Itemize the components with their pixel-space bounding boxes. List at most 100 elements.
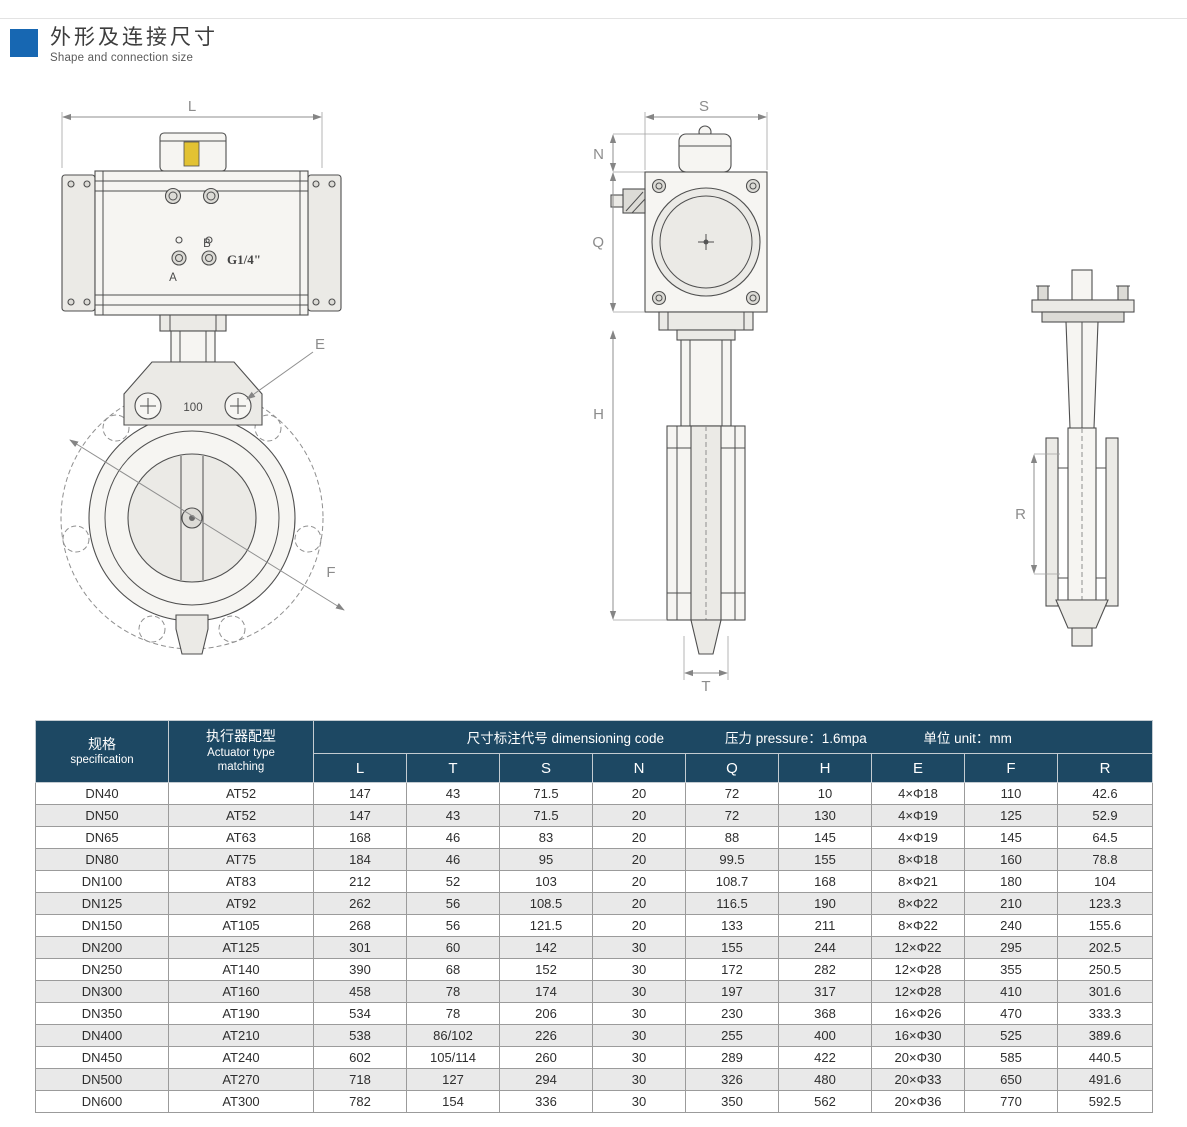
spec-header-zh: 规格	[88, 735, 116, 752]
spec-cell: DN50	[35, 804, 169, 827]
value-cell: 46	[406, 826, 500, 849]
profile-stem	[1071, 269, 1093, 301]
value-cell: 326	[685, 1068, 779, 1091]
actuator-cell: AT83	[168, 870, 314, 893]
value-cell: 83	[499, 826, 593, 849]
value-cell: 42.6	[1056, 782, 1154, 805]
value-cell: 108.7	[685, 870, 779, 893]
spec-cell: DN100	[35, 870, 169, 893]
value-cell: 155.6	[1056, 914, 1154, 937]
spec-table: 规格 specification 执行器配型 Actuator type mat…	[35, 720, 1154, 1113]
value-cell: 174	[499, 980, 593, 1003]
col-header-T: T	[406, 753, 500, 783]
value-cell: 20	[592, 804, 686, 827]
unit-label: 单位 unit：mm	[923, 731, 1012, 746]
value-cell: 121.5	[499, 914, 593, 937]
actuator-body	[94, 170, 309, 316]
value-cell: 30	[592, 936, 686, 959]
value-cell: 4×Φ19	[871, 826, 965, 849]
value-cell: 250.5	[1056, 958, 1154, 981]
value-cell: 458	[313, 980, 407, 1003]
value-cell: 78	[406, 980, 500, 1003]
value-cell: 168	[778, 870, 872, 893]
value-cell: 211	[778, 914, 872, 937]
value-cell: 160	[964, 848, 1058, 871]
page-subtitle: Shape and connection size	[50, 52, 194, 65]
value-cell: 333.3	[1056, 1002, 1154, 1025]
value-cell: 147	[313, 804, 407, 827]
bracket-size-label: 100	[183, 402, 202, 414]
value-cell: 240	[964, 914, 1058, 937]
value-cell: 602	[313, 1046, 407, 1069]
value-cell: 336	[499, 1090, 593, 1113]
dim-label-f: F	[326, 564, 335, 581]
dim-label-e: E	[315, 336, 325, 353]
value-cell: 289	[685, 1046, 779, 1069]
value-cell: 16×Φ30	[871, 1024, 965, 1047]
value-cell: 72	[685, 804, 779, 827]
value-cell: 368	[778, 1002, 872, 1025]
value-cell: 8×Φ22	[871, 914, 965, 937]
spec-cell: DN125	[35, 892, 169, 915]
top-divider	[0, 18, 1187, 19]
dim-label-r: R	[1015, 506, 1026, 523]
value-cell: 355	[964, 958, 1058, 981]
value-cell: 52.9	[1056, 804, 1154, 827]
actuator-cell: AT140	[168, 958, 314, 981]
value-cell: 155	[778, 848, 872, 871]
spec-cell: DN65	[35, 826, 169, 849]
value-cell: 145	[964, 826, 1058, 849]
dimension-band-header: 尺寸标注代号 dimensioning code 压力 pressure：1.6…	[312, 720, 1154, 754]
value-cell: 68	[406, 958, 500, 981]
value-cell: 64.5	[1056, 826, 1154, 849]
dim-label-h: H	[593, 406, 604, 423]
dim-label-l: L	[188, 98, 196, 115]
value-cell: 534	[313, 1002, 407, 1025]
value-cell: 4×Φ18	[871, 782, 965, 805]
spec-header-en: specification	[70, 754, 134, 767]
value-cell: 56	[406, 892, 500, 915]
actuator-header-en2: matching	[217, 761, 265, 774]
value-cell: 20	[592, 870, 686, 893]
position-indicator-stripe	[183, 141, 200, 167]
value-cell: 20×Φ30	[871, 1046, 965, 1069]
actuator-cell: AT125	[168, 936, 314, 959]
spec-cell: DN400	[35, 1024, 169, 1047]
value-cell: 230	[685, 1002, 779, 1025]
value-cell: 585	[964, 1046, 1058, 1069]
spec-cell: DN40	[35, 782, 169, 805]
value-cell: 20	[592, 826, 686, 849]
actuator-header-en1: Actuator type	[207, 746, 275, 759]
value-cell: 197	[685, 980, 779, 1003]
value-cell: 30	[592, 1068, 686, 1091]
value-cell: 12×Φ28	[871, 958, 965, 981]
value-cell: 30	[592, 1002, 686, 1025]
value-cell: 480	[778, 1068, 872, 1091]
value-cell: 30	[592, 980, 686, 1003]
value-cell: 202.5	[1056, 936, 1154, 959]
spec-cell: DN80	[35, 848, 169, 871]
valve-neck	[170, 330, 216, 363]
value-cell: 142	[499, 936, 593, 959]
value-cell: 30	[592, 1046, 686, 1069]
actuator-left-cap	[61, 174, 96, 312]
value-cell: 562	[778, 1090, 872, 1113]
value-cell: 43	[406, 782, 500, 805]
value-cell: 525	[964, 1024, 1058, 1047]
page-header: 外形及连接尺寸 Shape and connection size	[10, 26, 218, 64]
value-cell: 294	[499, 1068, 593, 1091]
value-cell: 99.5	[685, 848, 779, 871]
value-cell: 650	[964, 1068, 1058, 1091]
col-header-specification: 规格 specification	[35, 720, 169, 783]
value-cell: 12×Φ28	[871, 980, 965, 1003]
